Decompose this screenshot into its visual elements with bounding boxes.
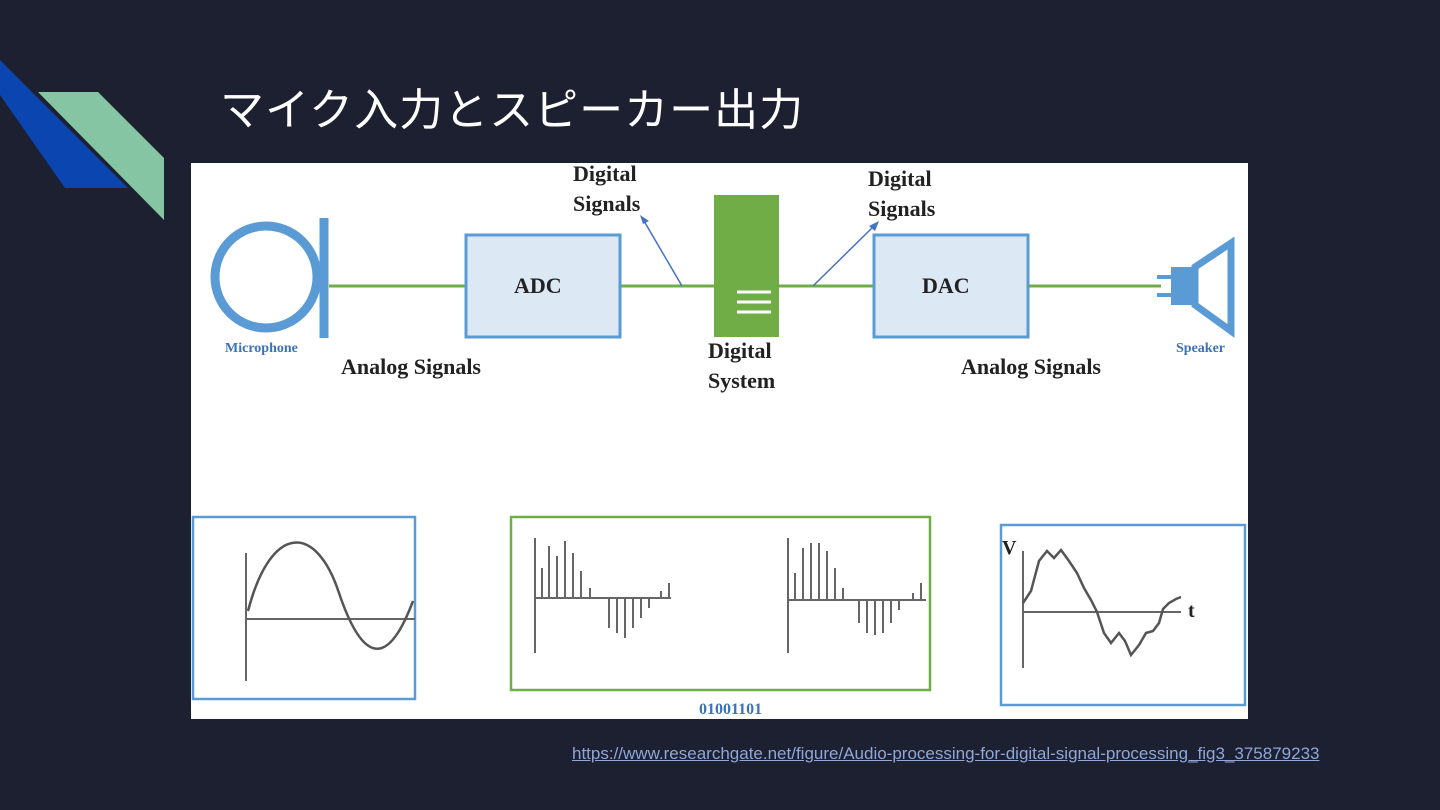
microphone-icon bbox=[210, 221, 322, 333]
binary-code-label: 01001101 bbox=[699, 701, 763, 718]
digital-signal-box bbox=[509, 515, 932, 692]
dac-label: DAC bbox=[922, 273, 970, 298]
corner-green-stripe bbox=[38, 92, 164, 220]
speaker-label: Speaker bbox=[1176, 341, 1225, 356]
sampled-waveform-left bbox=[534, 538, 671, 653]
analog-signals-right-label: Analog Signals bbox=[961, 354, 1101, 379]
adc-box bbox=[464, 233, 622, 339]
digital-system-label: Digital System bbox=[708, 338, 776, 393]
axis-t-label: t bbox=[1188, 600, 1195, 622]
slide-title: マイク入力とスピーカー出力 bbox=[220, 85, 805, 136]
analog-sine-wave bbox=[246, 541, 415, 650]
diagram-panel: Digital Signals Digital Signals ADC DAC … bbox=[191, 161, 1248, 719]
arrowhead bbox=[869, 221, 879, 231]
source-link[interactable]: https://www.researchgate.net/figure/Audi… bbox=[572, 744, 1320, 763]
digital-signals-left-label: Digital Signals bbox=[573, 161, 641, 216]
digital-signals-right-pointer bbox=[812, 225, 875, 287]
microphone-label: Microphone bbox=[225, 341, 298, 356]
arrowhead bbox=[640, 215, 649, 224]
digital-signals-right-label: Digital Signals bbox=[868, 166, 936, 221]
corner-blue-stripe bbox=[0, 60, 128, 188]
analog-signals-left-label: Analog Signals bbox=[341, 354, 481, 379]
analog-output-box bbox=[999, 523, 1247, 707]
digital-system-block bbox=[714, 195, 779, 337]
sampled-waveform-right bbox=[787, 538, 926, 653]
analog-input-box bbox=[191, 515, 417, 701]
adc-label: ADC bbox=[514, 273, 562, 298]
reconstructed-wave bbox=[1021, 547, 1182, 658]
speaker-icon bbox=[1157, 236, 1235, 338]
corner-decoration bbox=[0, 60, 164, 220]
dac-box bbox=[872, 233, 1030, 339]
digital-signals-left-pointer bbox=[643, 220, 683, 287]
axis-v-label: V bbox=[1002, 537, 1017, 559]
signal-diagram bbox=[191, 195, 1247, 707]
